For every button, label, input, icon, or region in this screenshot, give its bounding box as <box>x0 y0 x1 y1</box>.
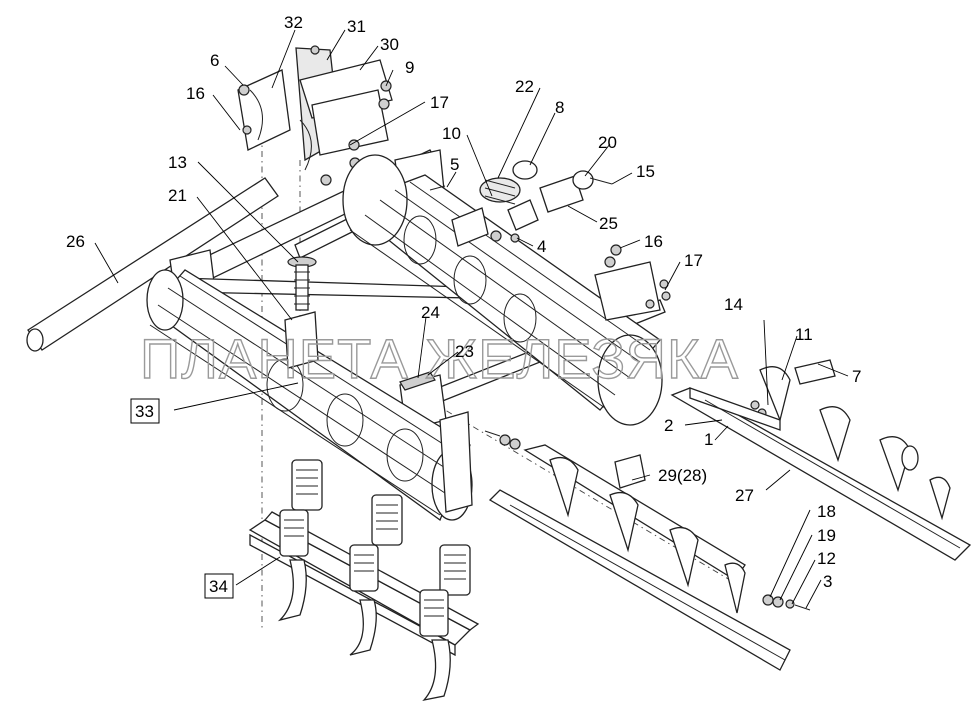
label-27: 27 <box>735 486 754 505</box>
label-14: 14 <box>724 295 743 314</box>
label-17-right: 17 <box>684 251 703 270</box>
label-7: 7 <box>852 367 861 386</box>
blade-bar-29 <box>488 444 791 671</box>
label-16-top: 16 <box>186 84 205 103</box>
label-5: 5 <box>450 155 459 174</box>
label-3: 3 <box>823 572 832 591</box>
label-1: 1 <box>704 430 713 449</box>
label-30: 30 <box>380 35 399 54</box>
label-23: 23 <box>455 342 474 361</box>
tine-unit <box>279 509 309 557</box>
label-24: 24 <box>421 303 440 322</box>
front-roller-33 <box>146 269 473 522</box>
tine-unit <box>277 459 323 622</box>
spring-unit <box>451 160 613 247</box>
blade-bar-27 <box>670 359 972 561</box>
label-19: 19 <box>817 526 836 545</box>
back-roller <box>342 154 663 426</box>
label-17-top: 17 <box>430 93 449 112</box>
spring-column <box>284 256 319 369</box>
label-21: 21 <box>168 186 187 205</box>
label-2: 2 <box>664 416 673 435</box>
label-8: 8 <box>555 98 564 117</box>
label-12: 12 <box>817 549 836 568</box>
label-29-28: 29(28) <box>658 466 707 485</box>
label-34: 34 <box>209 577 228 596</box>
label-33: 33 <box>135 402 154 421</box>
tine-unit <box>439 544 471 596</box>
label-16-right: 16 <box>644 232 663 251</box>
label-6: 6 <box>210 51 219 70</box>
assembly-axis <box>419 394 731 581</box>
label-34-box <box>204 573 234 599</box>
label-31: 31 <box>347 17 366 36</box>
tine-unit <box>349 494 403 656</box>
label-13: 13 <box>168 153 187 172</box>
callout-labels: 32 31 30 9 6 16 17 13 21 26 22 8 10 5 20… <box>66 13 861 599</box>
label-25: 25 <box>599 214 618 233</box>
label-10: 10 <box>442 124 461 143</box>
hitch-bracket-assembly <box>237 45 393 186</box>
tine-unit <box>419 589 451 702</box>
label-32: 32 <box>284 13 303 32</box>
label-22: 22 <box>515 77 534 96</box>
roller-end-bracket <box>594 261 661 321</box>
label-33-box <box>130 398 160 424</box>
label-9: 9 <box>405 58 414 77</box>
label-4: 4 <box>537 237 546 256</box>
leader-lines <box>94 29 849 609</box>
label-15: 15 <box>636 162 655 181</box>
tine-unit <box>349 544 379 592</box>
watermark: ПЛАНЕТА ЖЕЛЕЗЯКА <box>140 327 739 390</box>
tine-frame-34 <box>248 459 480 702</box>
label-11: 11 <box>795 325 813 344</box>
label-18: 18 <box>817 502 836 521</box>
label-26: 26 <box>66 232 85 251</box>
label-20: 20 <box>598 133 617 152</box>
